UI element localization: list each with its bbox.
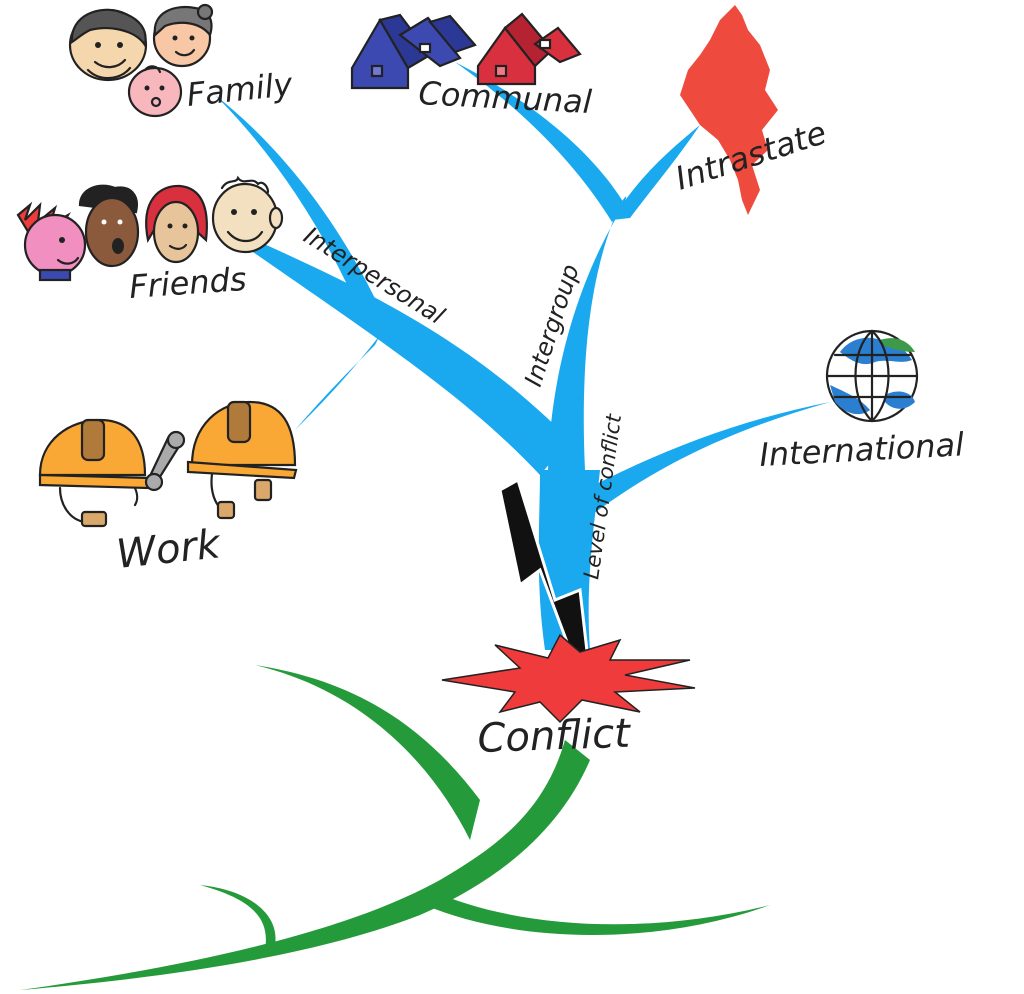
root-lower-right	[425, 890, 770, 935]
helmet-left-icon	[38, 418, 152, 528]
label-conflict: Conflict	[477, 711, 632, 762]
burst-icon	[441, 633, 696, 724]
face-mom-icon	[152, 3, 214, 68]
face-punk-icon	[16, 201, 87, 282]
twig-intrastate	[612, 125, 700, 220]
root-small-left	[200, 885, 276, 950]
twig-communal	[455, 62, 628, 222]
communal-houses-icon	[350, 12, 582, 90]
label-work: Work	[114, 521, 224, 578]
twig-international	[575, 402, 830, 520]
twig-work	[295, 335, 380, 430]
branch-intergroup	[548, 196, 627, 470]
blue-houses-icon	[350, 13, 477, 90]
red-houses-icon	[476, 12, 582, 86]
roots	[20, 665, 770, 990]
country-map-icon	[680, 5, 778, 215]
face-dad-icon	[68, 8, 148, 82]
face-shouting-icon	[78, 184, 140, 268]
root-main	[20, 740, 590, 990]
globe-icon	[825, 329, 919, 423]
root-upper-left	[255, 665, 480, 840]
label-international: International	[758, 425, 965, 474]
work-helmets-icon	[38, 400, 298, 528]
helmet-right-icon	[186, 400, 298, 520]
face-baby-icon	[127, 65, 183, 118]
twig-family	[215, 95, 385, 325]
wrench-icon	[144, 430, 186, 492]
family-faces-icon	[68, 3, 214, 118]
face-smiling-icon	[211, 175, 284, 254]
branch-interpersonal	[244, 239, 571, 475]
friends-faces-icon	[16, 175, 284, 282]
label-friends: Friends	[128, 260, 248, 306]
face-redhead-icon	[145, 184, 208, 264]
label-communal: Communal	[418, 74, 593, 121]
label-family: Family	[185, 65, 295, 114]
